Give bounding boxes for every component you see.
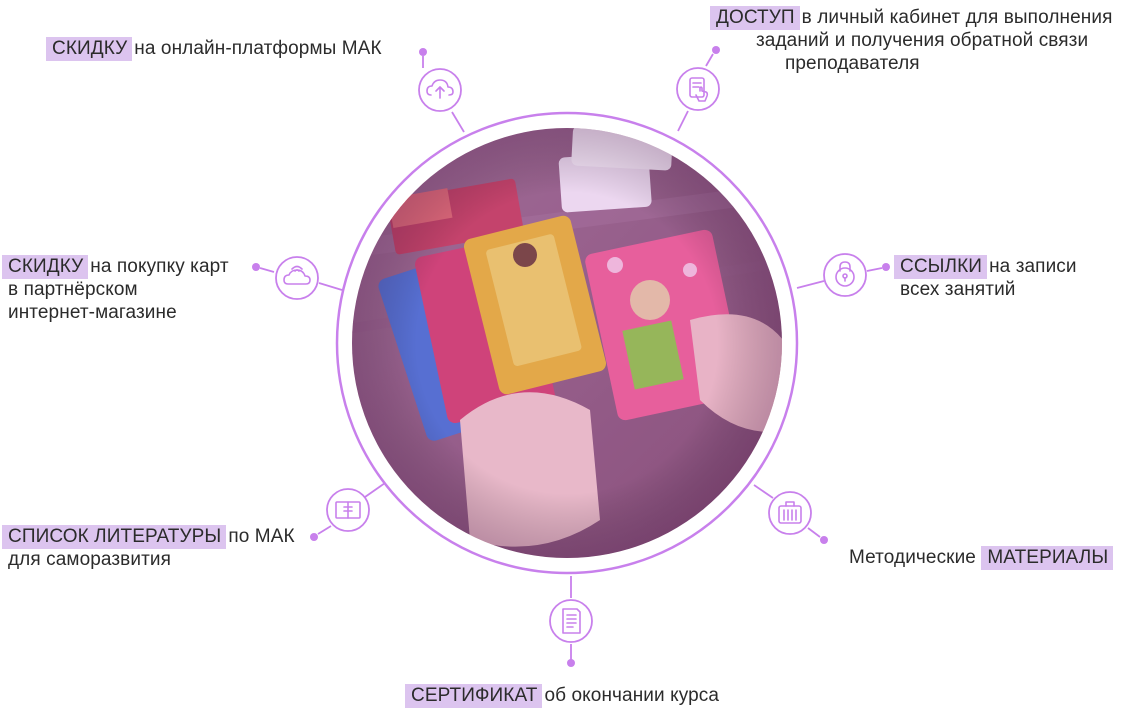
connector-materials — [753, 484, 828, 544]
label-materials: Методические МАТЕРИАЛЫ — [849, 546, 1115, 570]
cloud-wifi-icon — [283, 265, 311, 285]
lock-icon — [835, 261, 855, 287]
label-prefix: Методические — [849, 547, 976, 568]
label-text: об окончании курса — [544, 685, 720, 706]
label-line: заданий и получения обратной связи — [756, 30, 1089, 51]
touch-document-icon — [689, 77, 709, 102]
book-icon — [335, 501, 361, 519]
label-line: для саморазвития — [8, 549, 171, 570]
label-text: в личный кабинет для выполнения — [801, 7, 1113, 28]
connector-access-cabinet — [676, 46, 720, 132]
briefcase-icon — [778, 501, 802, 524]
keyword: МАТЕРИАЛЫ — [981, 546, 1114, 570]
connector-discount-cards — [252, 256, 343, 300]
label-text: по МАК — [228, 526, 295, 547]
connector-certificate — [549, 576, 593, 667]
outer-ring — [335, 111, 799, 575]
label-line: интернет-магазине — [8, 302, 177, 323]
keyword: СЕРТИФИКАТ — [405, 684, 543, 708]
keyword: СПИСОК ЛИТЕРАТУРЫ — [2, 525, 227, 549]
center-photo — [352, 128, 782, 558]
label-text: на покупку карт — [90, 256, 229, 277]
label-line: в партнёрском — [8, 279, 138, 300]
keyword: ДОСТУП — [710, 6, 800, 30]
label-text: на записи — [989, 256, 1077, 277]
label-line: преподавателя — [785, 53, 920, 74]
cloud-upload-icon — [426, 79, 454, 99]
connector-links-recordings — [796, 253, 890, 297]
keyword: ССЫЛКИ — [894, 255, 988, 279]
connector-discount-platforms — [418, 48, 465, 133]
label-line: всех занятий — [900, 279, 1016, 300]
label-text: на онлайн-платформы МАК — [134, 38, 382, 59]
certificate-icon — [562, 608, 581, 634]
keyword: СКИДКУ — [46, 37, 133, 61]
keyword: СКИДКУ — [2, 255, 89, 279]
